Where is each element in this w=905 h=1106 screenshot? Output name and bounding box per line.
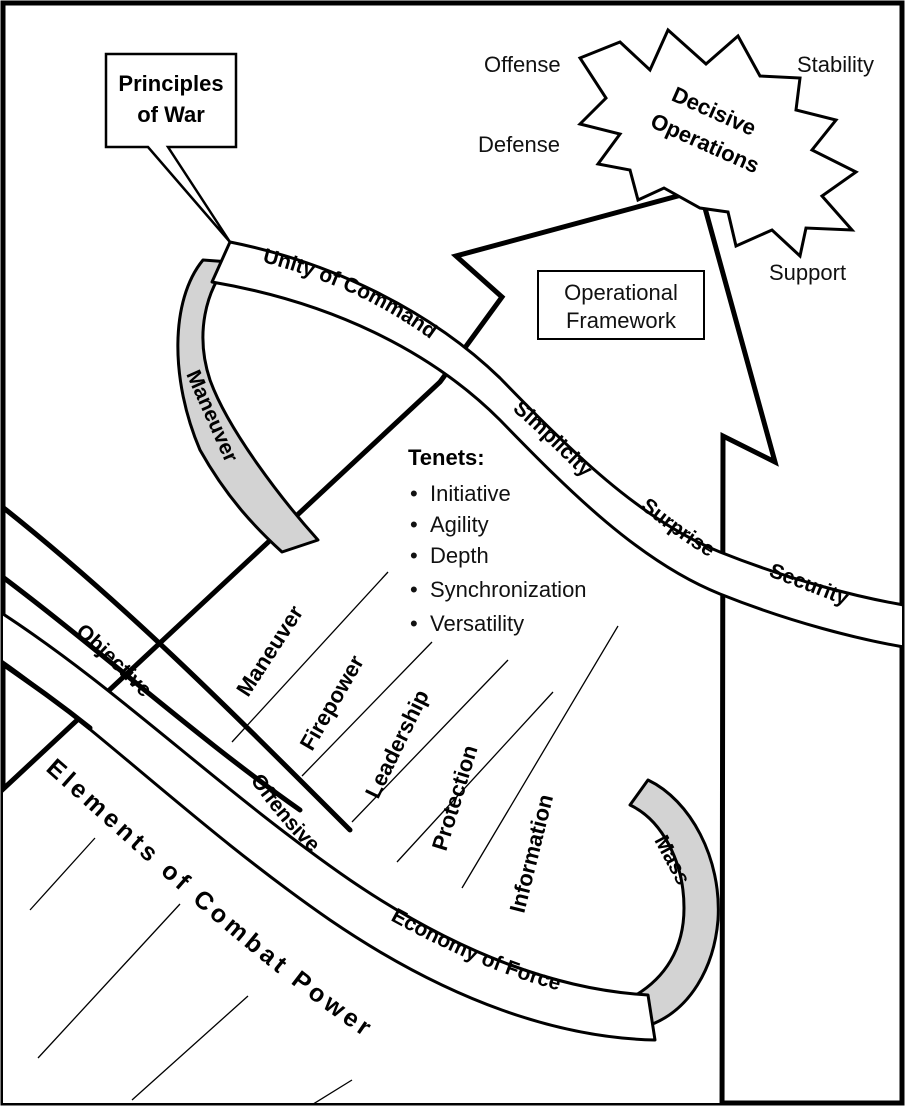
principles-of-war-callout xyxy=(104,52,238,243)
tenet-bullet: • xyxy=(410,611,418,636)
operational-framework-box xyxy=(537,270,705,340)
black-band-inner xyxy=(3,574,303,813)
ribbon-lower-band xyxy=(3,612,657,1042)
operational-framework-line-2: Framework xyxy=(566,308,677,333)
callout-line-1: Principles xyxy=(118,71,223,96)
ribbon-underside-maneuver xyxy=(176,258,320,554)
label-offense: Offense xyxy=(484,52,561,77)
tenet-bullet: • xyxy=(410,577,418,602)
ribbon-upper-band xyxy=(210,240,902,649)
tenet-item: Agility xyxy=(430,512,489,537)
tenets-heading: Tenets: xyxy=(408,445,485,470)
callout-line-2: of War xyxy=(137,102,205,127)
label-support: Support xyxy=(769,260,846,285)
operational-framework-line-1: Operational xyxy=(564,280,678,305)
decisive-operations-burst xyxy=(577,27,859,259)
tenet-item: Synchronization xyxy=(430,577,587,602)
label-stability: Stability xyxy=(797,52,874,77)
tenet-bullet: • xyxy=(410,512,418,537)
ribbon-lower-edge xyxy=(3,661,93,731)
tenet-bullet: • xyxy=(410,543,418,568)
tenet-item: Depth xyxy=(430,543,489,568)
tenet-item: Versatility xyxy=(430,611,524,636)
tenets-list: • Initiative • Agility • Depth • Synchro… xyxy=(410,481,587,636)
black-band-outer xyxy=(3,504,353,833)
tenet-item: Initiative xyxy=(430,481,511,506)
combat-power-hatch-lines xyxy=(29,571,619,1103)
operational-framework-arrow xyxy=(3,186,779,1103)
tenet-bullet: • xyxy=(410,481,418,506)
label-defense: Defense xyxy=(478,132,560,157)
